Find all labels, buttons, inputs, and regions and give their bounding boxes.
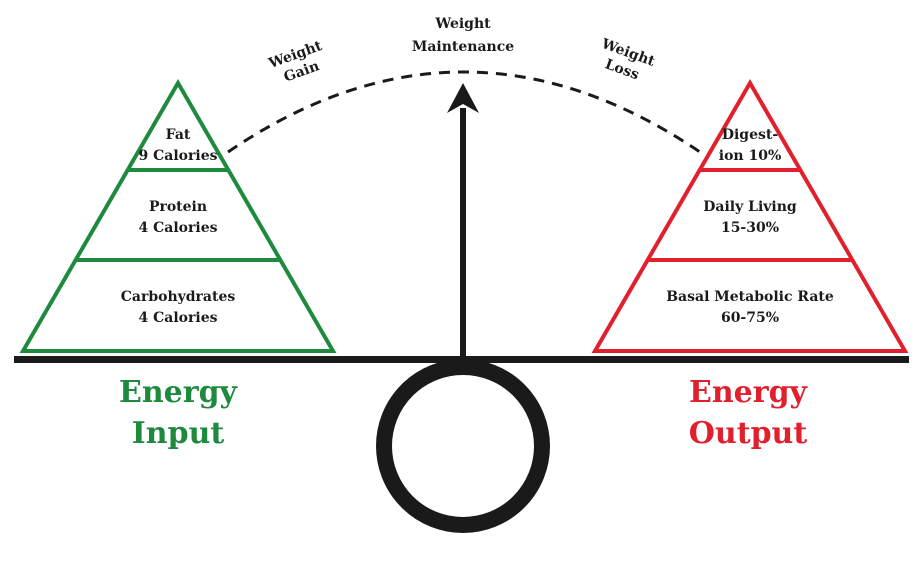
- fulcrum-ring-icon: [376, 359, 550, 533]
- input-tier-fat-value: 9 Calories: [139, 148, 218, 164]
- input-tier-protein-name: Protein: [149, 199, 207, 215]
- output-tier-digestion-name: Digest-: [722, 127, 779, 143]
- output-tier-daily-living-value: 15-30%: [721, 220, 779, 236]
- energy-input-caption: Energy Input: [119, 375, 239, 451]
- energy-output-line-2: Output: [689, 416, 808, 451]
- input-pyramid-outline: [19, 79, 337, 353]
- output-pyramid: Digest- ion 10% Daily Living 15-30% Basa…: [591, 79, 909, 353]
- energy-output-caption: Energy Output: [689, 375, 809, 451]
- input-pyramid: Fat 9 Calories Protein 4 Calories Carboh…: [19, 79, 337, 353]
- weight-maintenance-line-1: Weight: [434, 16, 491, 32]
- weight-loss-label: Weight Loss: [598, 36, 657, 84]
- weight-maintenance-line-2: Maintenance: [412, 39, 514, 55]
- balance-arc: [227, 70, 701, 154]
- input-tier-carbohydrates-value: 4 Calories: [139, 310, 218, 326]
- input-tier-fat-name: Fat: [166, 127, 191, 143]
- output-tier-digestion-value: ion 10%: [719, 148, 782, 164]
- input-tier-protein-value: 4 Calories: [139, 220, 218, 236]
- output-tier-bmr-name: Basal Metabolic Rate: [666, 289, 834, 305]
- energy-output-line-1: Energy: [689, 375, 809, 410]
- weight-gain-label: Weight Gain: [266, 38, 325, 86]
- pointer-arrowhead-icon: [447, 83, 479, 113]
- energy-input-line-2: Input: [132, 416, 225, 451]
- weight-maintenance-label: Weight Maintenance: [412, 16, 514, 55]
- energy-input-line-1: Energy: [119, 375, 239, 410]
- input-tier-carbohydrates-name: Carbohydrates: [121, 289, 236, 305]
- output-tier-daily-living-name: Daily Living: [703, 199, 797, 215]
- output-tier-bmr-value: 60-75%: [721, 310, 779, 326]
- output-pyramid-outline: [591, 79, 909, 353]
